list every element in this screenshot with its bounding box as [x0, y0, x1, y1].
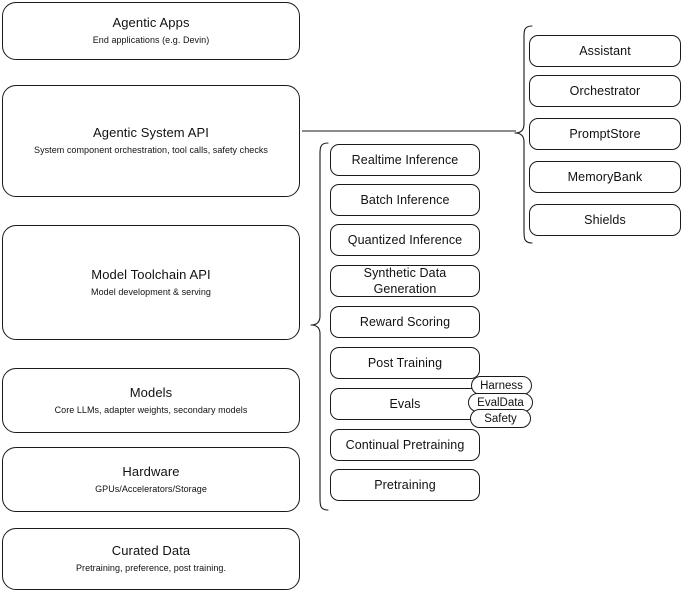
- system-item-memorybank[interactable]: MemoryBank: [529, 161, 681, 193]
- item-label: Batch Inference: [360, 193, 450, 207]
- item-label: Post Training: [367, 356, 443, 370]
- layer-title: Agentic System API: [93, 125, 209, 140]
- item-label: Evals: [389, 397, 421, 411]
- item-label: Orchestrator: [569, 84, 641, 98]
- layer-title: Hardware: [122, 463, 180, 479]
- pill-label: Harness: [480, 379, 523, 392]
- layer-subtitle: System component orchestration, tool cal…: [34, 145, 268, 155]
- system-item-promptstore[interactable]: PromptStore: [529, 118, 681, 150]
- layer-subtitle: GPUs/Accelerators/Storage: [95, 483, 207, 494]
- toolchain-item-realtime-inference[interactable]: Realtime Inference: [330, 144, 480, 176]
- item-label: Pretraining: [374, 478, 436, 492]
- layer-title: Agentic Apps: [112, 15, 190, 30]
- pill-label: Safety: [484, 412, 517, 425]
- layer-model-toolchain-api[interactable]: Model Toolchain API Model development & …: [2, 225, 300, 340]
- layer-title: Curated Data: [111, 543, 191, 558]
- toolchain-item-quantized-inference[interactable]: Quantized Inference: [330, 224, 480, 256]
- layer-subtitle: End applications (e.g. Devin): [92, 35, 210, 45]
- connector-agentic-system-to-components: [300, 124, 520, 140]
- item-label: Synthetic Data Generation: [363, 266, 447, 296]
- toolchain-item-evals[interactable]: Evals: [330, 388, 480, 420]
- system-item-shields[interactable]: Shields: [529, 204, 681, 236]
- toolchain-item-pretraining[interactable]: Pretraining: [330, 469, 480, 501]
- item-label: Reward Scoring: [359, 315, 451, 329]
- toolchain-item-reward-scoring[interactable]: Reward Scoring: [330, 306, 480, 338]
- eval-pill-evaldata[interactable]: EvalData: [468, 393, 533, 412]
- toolchain-item-post-training[interactable]: Post Training: [330, 347, 480, 379]
- layer-agentic-apps[interactable]: Agentic Apps End applications (e.g. Devi…: [2, 2, 300, 60]
- item-label: PromptStore: [569, 127, 641, 141]
- item-label: Assistant: [579, 44, 631, 58]
- layer-subtitle: Model development & serving: [91, 286, 211, 297]
- pill-label: EvalData: [477, 396, 524, 409]
- toolchain-item-synthetic-data-generation[interactable]: Synthetic Data Generation: [330, 265, 480, 297]
- eval-pill-safety[interactable]: Safety: [470, 409, 531, 428]
- item-label: MemoryBank: [567, 170, 643, 184]
- layer-title: Model Toolchain API: [91, 266, 211, 282]
- item-label: Shields: [584, 213, 626, 227]
- system-item-assistant[interactable]: Assistant: [529, 35, 681, 67]
- layer-agentic-system-api[interactable]: Agentic System API System component orch…: [2, 85, 300, 197]
- layer-subtitle: Pretraining, preference, post training.: [75, 563, 227, 573]
- system-item-orchestrator[interactable]: Orchestrator: [529, 75, 681, 107]
- layer-models[interactable]: Models Core LLMs, adapter weights, secon…: [2, 368, 300, 433]
- item-label: Quantized Inference: [347, 233, 463, 247]
- layer-curated-data[interactable]: Curated Data Pretraining, preference, po…: [2, 528, 300, 590]
- layer-hardware[interactable]: Hardware GPUs/Accelerators/Storage: [2, 447, 300, 512]
- toolchain-item-continual-pretraining[interactable]: Continual Pretraining: [330, 429, 480, 461]
- toolchain-item-batch-inference[interactable]: Batch Inference: [330, 184, 480, 216]
- item-label: Realtime Inference: [351, 153, 459, 167]
- item-label: Continual Pretraining: [345, 438, 465, 452]
- layer-subtitle: Core LLMs, adapter weights, secondary mo…: [54, 404, 248, 415]
- layer-title: Models: [129, 384, 173, 400]
